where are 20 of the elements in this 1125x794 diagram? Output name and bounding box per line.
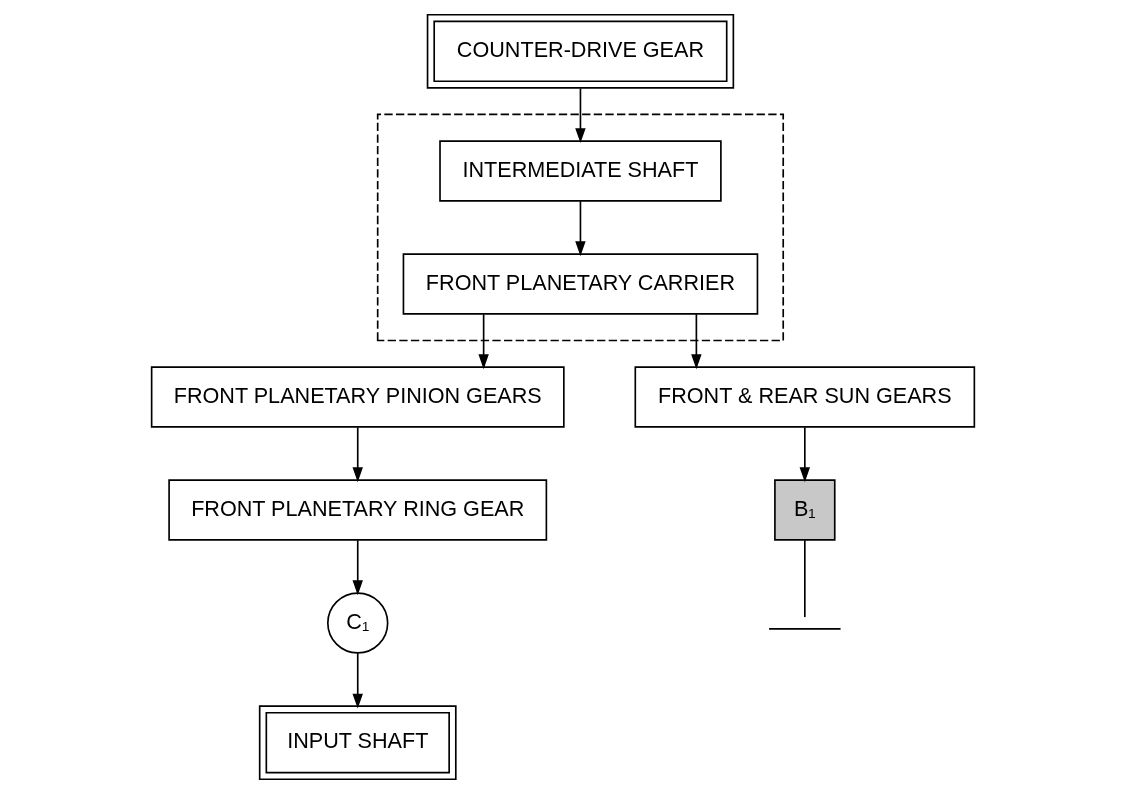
arrow [574, 87, 586, 144]
arrow [574, 200, 586, 257]
node-box: INPUT SHAFT [258, 705, 457, 781]
node-box: COUNTER-DRIVE GEAR [426, 13, 734, 89]
connector [803, 539, 806, 618]
arrow [352, 539, 363, 596]
node-box: FRONT PLANETARY RING GEAR [167, 479, 547, 541]
arrow [477, 313, 489, 370]
node-box: FRONT & REAR SUN GEARS [633, 366, 975, 428]
node-ground [767, 628, 841, 630]
node-box: B₁ [773, 479, 836, 541]
node-box: FRONT PLANETARY PINION GEARS [150, 366, 565, 428]
node-circle: C₁ [326, 592, 388, 654]
arrow [352, 426, 363, 483]
arrow [352, 652, 363, 709]
node-box: FRONT PLANETARY CARRIER [402, 253, 758, 315]
node-box: INTERMEDIATE SHAFT [438, 140, 722, 202]
arrow [690, 313, 702, 370]
cluster [376, 113, 784, 342]
arrow [799, 426, 810, 483]
